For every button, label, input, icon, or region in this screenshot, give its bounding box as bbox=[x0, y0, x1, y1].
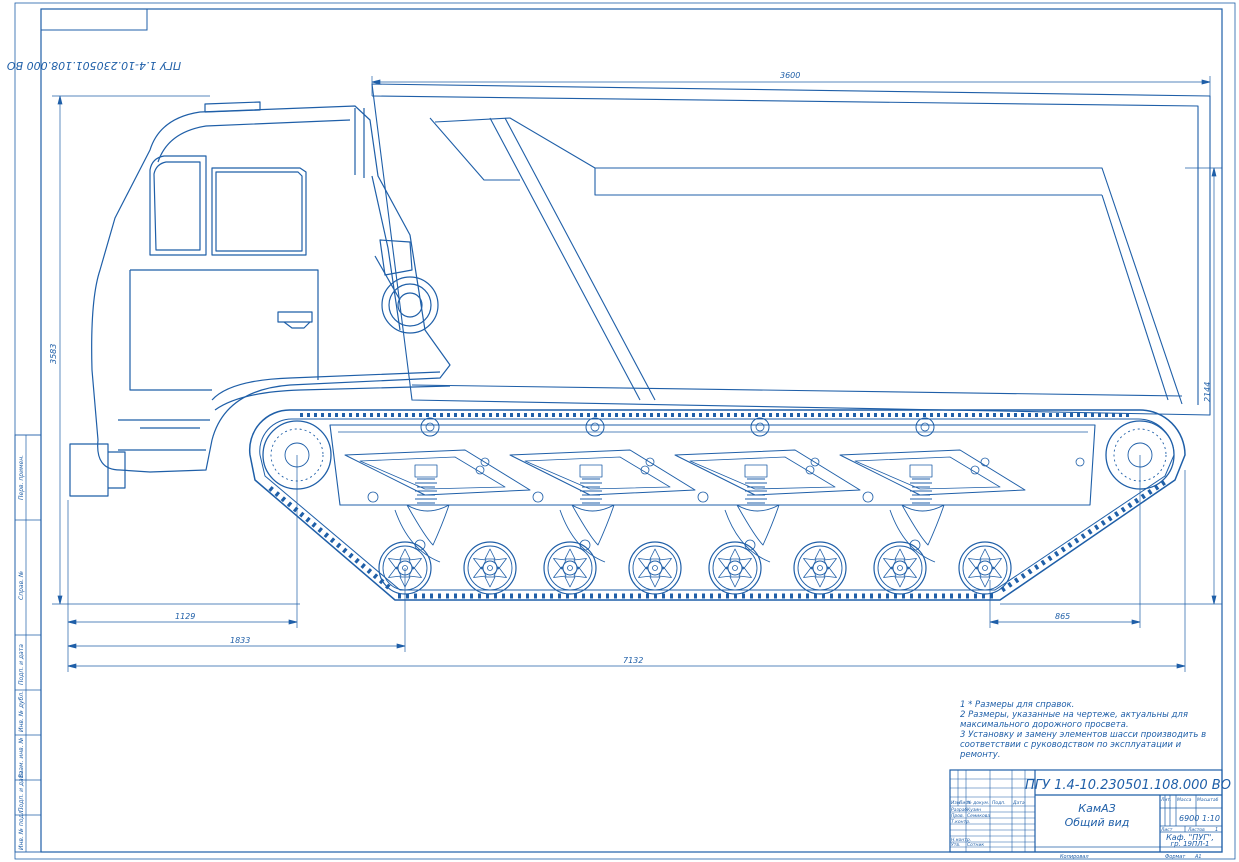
tb-sheet-label: Лист bbox=[1160, 827, 1173, 833]
tb-utv-label: Утв. bbox=[951, 842, 960, 848]
tb-hdr-izm: Изм. bbox=[951, 800, 962, 806]
cab bbox=[69, 101, 451, 497]
strip-vzam-inv: Взам. инв. № bbox=[18, 737, 25, 778]
tb-hdr-ndok: № докум. bbox=[966, 800, 989, 806]
road-wheel-5 bbox=[708, 541, 762, 595]
tb-format-label: Формат bbox=[1165, 854, 1186, 860]
drawing-frame bbox=[40, 8, 1223, 853]
dim-3583: 3583 bbox=[49, 344, 58, 364]
tb-razrab-label: Разраб. bbox=[951, 807, 969, 813]
tb-hdr-podp: Подп. bbox=[992, 800, 1006, 806]
tb-scale-value: 1:10 bbox=[1202, 814, 1220, 823]
technical-notes: 1 * Размеры для справок. 2 Размеры, указ… bbox=[960, 700, 1216, 760]
road-wheel-3 bbox=[543, 541, 597, 595]
track-assembly bbox=[248, 409, 1186, 601]
dim-865: 865 bbox=[1055, 612, 1070, 621]
tb-org-line2: гр. 19ПЛ-1 bbox=[1171, 840, 1210, 848]
tb-mass-label: Масса bbox=[1177, 797, 1192, 803]
title-block bbox=[949, 769, 1223, 853]
road-wheel-7 bbox=[873, 541, 927, 595]
tb-org-line1: Каф. "ПУГ", bbox=[1166, 833, 1214, 842]
bogie-1 bbox=[344, 417, 531, 563]
rotated-stamp-text: ПГУ 1.4-10.230501.108.000 ВО bbox=[7, 59, 182, 72]
strip-inv-podl: Инв. № подл. bbox=[18, 809, 25, 850]
title-name-line2: Общий вид bbox=[1065, 816, 1130, 829]
road-wheel-4 bbox=[628, 541, 682, 595]
outer-trim-border bbox=[14, 2, 1236, 860]
rotated-stamp: ПГУ 1.4-10.230501.108.000 ВО bbox=[7, 8, 182, 72]
dim-1129: 1129 bbox=[175, 612, 195, 621]
bogie-3 bbox=[674, 417, 861, 563]
strip-podp-data-2: Подп. и дата bbox=[18, 771, 25, 812]
spare-wheel bbox=[381, 276, 439, 334]
tb-hdr-data: Дата bbox=[1012, 800, 1025, 806]
note-2: 2 Размеры, указанные на чертеже, актуаль… bbox=[960, 710, 1188, 730]
strip-perv-primen: Перв. примен. bbox=[18, 455, 25, 500]
tb-prov-name: Семикова bbox=[967, 813, 990, 819]
strip-podp-data-1: Подп. и дата bbox=[18, 644, 25, 685]
tb-nkontr-label: Н.контр. bbox=[951, 837, 971, 843]
dim-2144: 2144 bbox=[1203, 382, 1212, 402]
dim-1833: 1833 bbox=[230, 636, 250, 645]
tb-format-value: А1 bbox=[1194, 854, 1202, 860]
dimension-lines bbox=[52, 76, 1222, 672]
truck-drawing bbox=[69, 83, 1211, 601]
tb-copied-label: Копировал bbox=[1060, 854, 1089, 860]
title-designation: ПГУ 1.4-10.230501.108.000 ВО bbox=[1025, 778, 1231, 793]
note-1: 1 * Размеры для справок. bbox=[960, 700, 1075, 710]
dim-7132: 7132 bbox=[623, 656, 643, 665]
tb-sheets-value: 1 bbox=[1215, 827, 1218, 833]
tb-lit-label: Лит. bbox=[1160, 797, 1171, 803]
left-side-strip: Перв. примен. Справ. № Подп. и дата Инв.… bbox=[14, 434, 42, 853]
tb-utv-name: Сотник bbox=[967, 842, 984, 848]
tb-hdr-list: Лист bbox=[958, 800, 971, 806]
tb-scale-label: Масштаб bbox=[1197, 797, 1219, 803]
tb-prov-label: Пров. bbox=[951, 813, 964, 819]
bogie-4 bbox=[839, 417, 1026, 563]
strip-inv-dubl: Инв. № дубл. bbox=[18, 691, 25, 732]
road-wheel-8 bbox=[958, 541, 1012, 595]
road-wheel-2 bbox=[463, 541, 517, 595]
title-name-line1: КамАЗ bbox=[1078, 802, 1115, 815]
tb-razrab-name: Кузин bbox=[967, 807, 981, 813]
dump-body bbox=[371, 83, 1211, 416]
tb-sheets-label: Листов bbox=[1187, 827, 1205, 833]
strip-sprav-no: Справ. № bbox=[18, 571, 25, 600]
tb-mass-value: 6900 bbox=[1179, 814, 1199, 823]
bogie-2 bbox=[509, 417, 696, 563]
note-3: 3 Установку и замену элементов шасси про… bbox=[960, 730, 1207, 760]
road-wheel-6 bbox=[793, 541, 847, 595]
dim-3600: 3600 bbox=[780, 71, 800, 80]
tb-tkontr-label: Т.контр. bbox=[951, 819, 971, 825]
